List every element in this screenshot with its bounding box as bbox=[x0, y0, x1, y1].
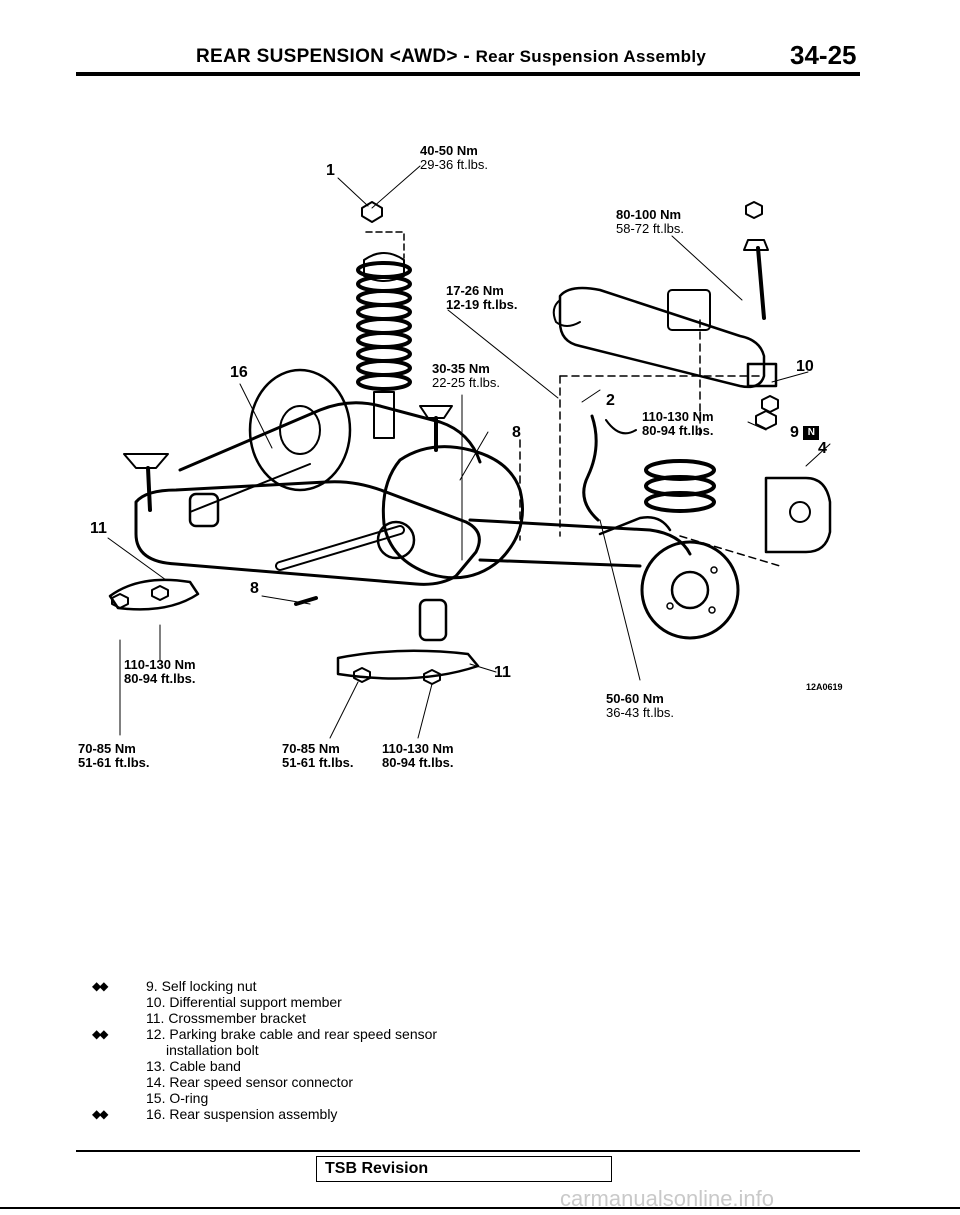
title-main: REAR SUSPENSION bbox=[196, 46, 390, 67]
title-sub: Rear Suspension Assembly bbox=[475, 47, 707, 66]
legend-item-9: ◆◆ 9. Self locking nut bbox=[92, 978, 257, 994]
legend-item-12-cont: installation bolt bbox=[166, 1042, 259, 1058]
arrow-icon: ◆◆ bbox=[92, 979, 109, 993]
tsb-revision-label: TSB Revision bbox=[325, 1160, 429, 1177]
legend-item-16: ◆◆ 16. Rear suspension assembly bbox=[92, 1106, 338, 1122]
callout-16: 16 bbox=[230, 364, 248, 381]
watermark: carmanualsonline.info bbox=[560, 1186, 775, 1211]
callout-11-lower: 11 bbox=[494, 664, 511, 681]
arrow-icon: ◆◆ bbox=[92, 1107, 109, 1121]
page-title: REAR SUSPENSION <AWD> - Rear Suspension … bbox=[196, 46, 706, 68]
page-number: 34-25 bbox=[790, 40, 857, 70]
legend-item-11: 11. Crossmember bracket bbox=[146, 1010, 307, 1026]
legend: ◆◆ 9. Self locking nut 10. Differential … bbox=[92, 978, 438, 1122]
legend-item-13: 13. Cable band bbox=[146, 1058, 241, 1074]
callout-9: 9 N bbox=[790, 424, 820, 442]
tsb-revision-box: TSB Revision bbox=[316, 1156, 612, 1182]
callout-1: 1 bbox=[326, 162, 335, 179]
callout-4: 4 bbox=[818, 440, 827, 457]
callout-11-left: 11 bbox=[90, 520, 107, 537]
callout-8-lower: 8 bbox=[250, 580, 259, 597]
callout-8-upper: 8 bbox=[512, 424, 521, 441]
title-tag: <AWD> bbox=[389, 46, 458, 67]
callout-10: 10 bbox=[796, 358, 814, 375]
legend-item-10: 10. Differential support member bbox=[146, 994, 342, 1010]
note-n-icon: N bbox=[803, 425, 820, 440]
legend-item-12: ◆◆ 12. Parking brake cable and rear spee… bbox=[92, 1026, 438, 1042]
bottom-rule bbox=[0, 1207, 960, 1209]
callout-2: 2 bbox=[606, 392, 615, 409]
figure-id: 12A0619 bbox=[806, 682, 843, 692]
footer-rule bbox=[76, 1150, 860, 1152]
legend-item-14: 14. Rear speed sensor connector bbox=[146, 1074, 354, 1090]
header-rule bbox=[76, 72, 860, 76]
arrow-icon: ◆◆ bbox=[92, 1027, 109, 1041]
legend-item-15: 15. O-ring bbox=[146, 1090, 209, 1106]
title-dash: - bbox=[457, 46, 476, 67]
